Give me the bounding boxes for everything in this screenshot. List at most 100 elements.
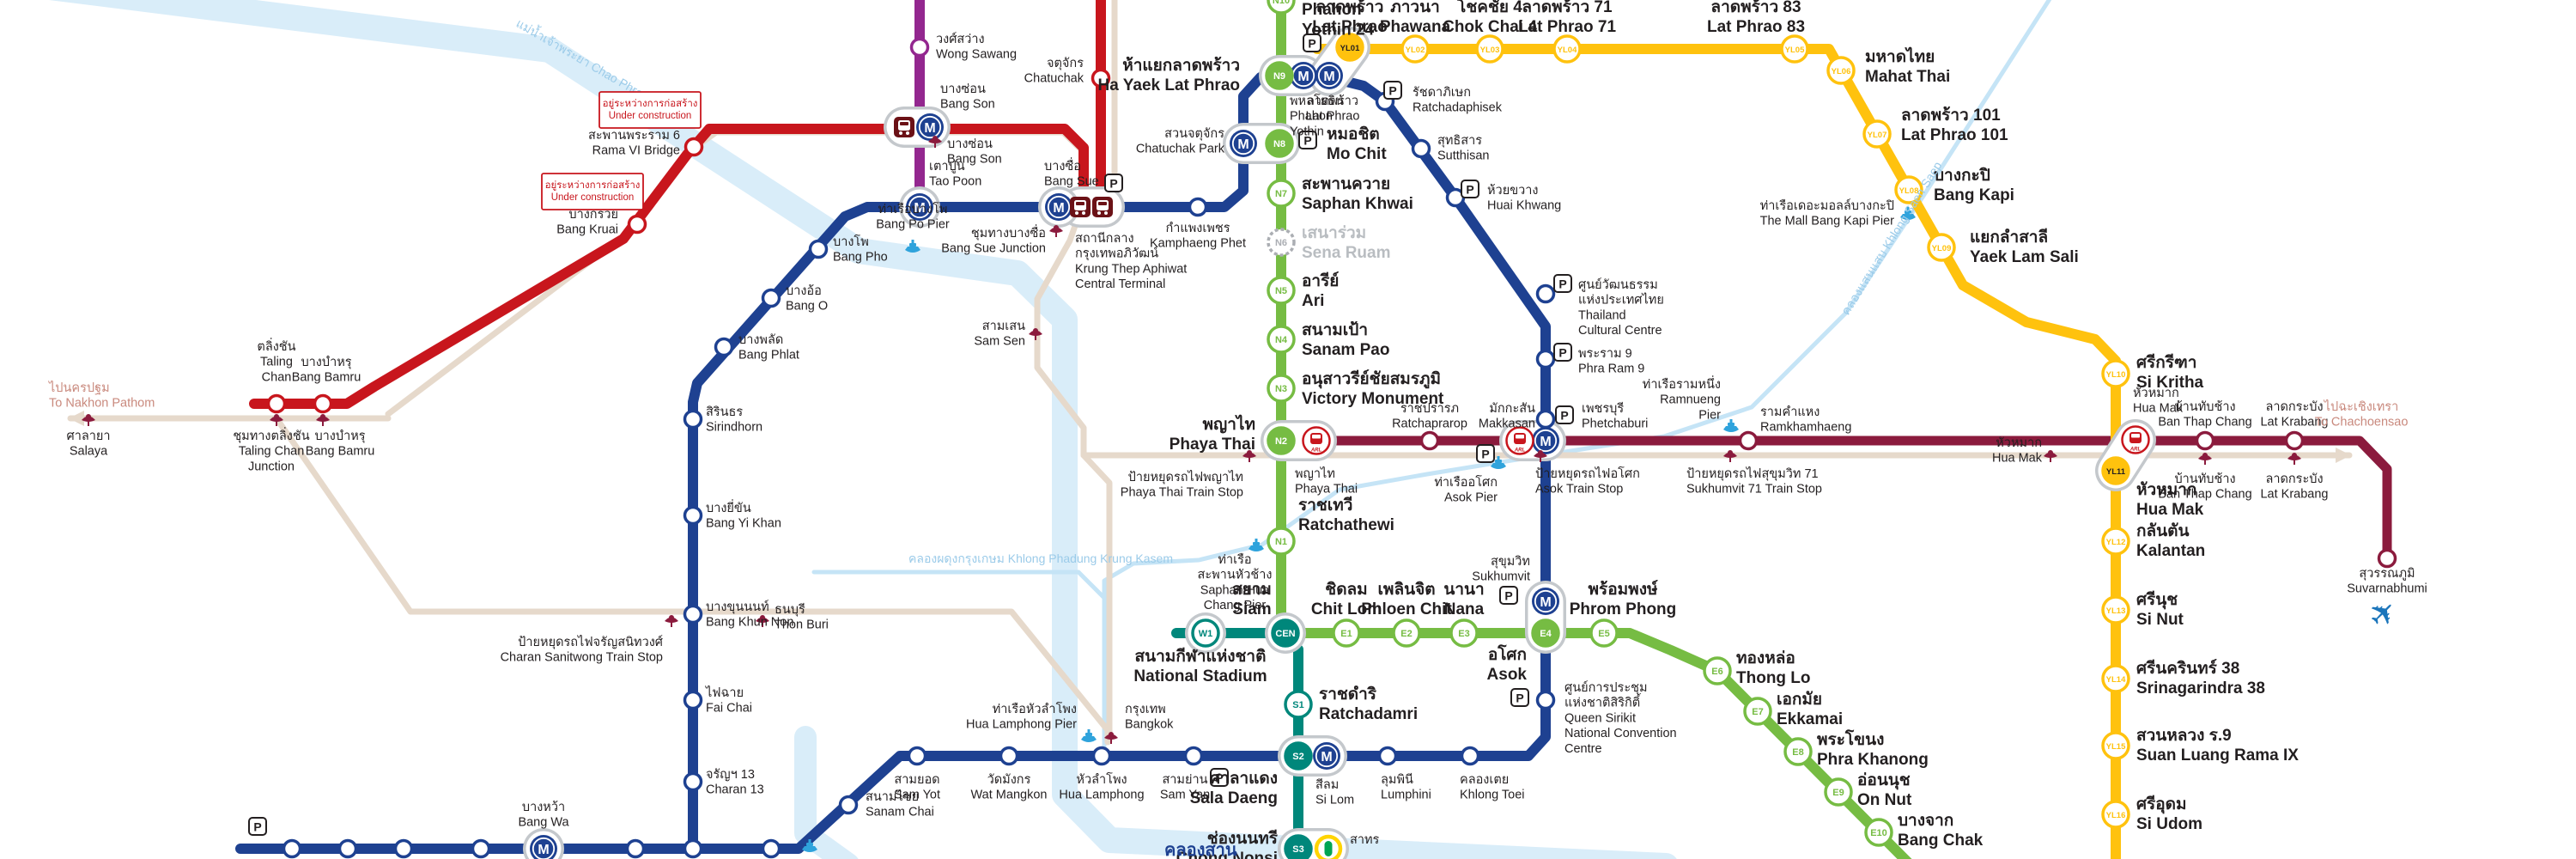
station-ratchadamri[interactable]: S1 (1284, 690, 1313, 719)
station-chatuchak[interactable] (1091, 68, 1111, 88)
station-lat-phrao-71[interactable]: YL04 (1552, 34, 1582, 64)
station-ratchaprarop[interactable] (1419, 430, 1440, 451)
station-chatuchak-park[interactable]: M (1230, 130, 1257, 157)
station-nana[interactable]: E3 (1449, 618, 1479, 648)
station-bang-sue[interactable]: M (1045, 193, 1072, 221)
station-tao-poon[interactable]: M (906, 193, 933, 221)
station-yaek-lam-sali[interactable]: YL09 (1927, 233, 1956, 262)
station-sala-daeng[interactable]: S2 (1284, 741, 1313, 771)
station-bang-son-mrt[interactable]: M (916, 113, 944, 141)
station-hua-mak-yl[interactable]: YL11 (2101, 456, 2130, 485)
station-sam-yot[interactable] (907, 746, 927, 766)
station-sirindhorn[interactable] (683, 409, 703, 430)
station-makkasan-arl[interactable]: ARL (1505, 426, 1534, 455)
station-label: แยกลำสาลีYaek Lam Sali (1970, 228, 2079, 266)
station-bang-chak[interactable]: E10 (1864, 818, 1893, 847)
station-khlong-toei[interactable] (1460, 746, 1480, 766)
svg-text:YL09: YL09 (1932, 244, 1952, 253)
station-si-udom[interactable]: YL16 (2101, 800, 2130, 829)
station-mo-chit[interactable]: N8 (1265, 129, 1294, 158)
station-lat-phrao-yl[interactable]: YL01 (1335, 33, 1364, 62)
station-phra-ram-9[interactable] (1535, 349, 1556, 369)
station-sena-ruam[interactable]: N6 (1267, 228, 1296, 257)
station-bang-kruai[interactable] (627, 214, 647, 235)
station-national-stadium[interactable]: W1 (1191, 618, 1220, 648)
station-phaya-thai-arl[interactable]: ARL (1302, 426, 1331, 455)
station-phetchaburi[interactable] (1535, 409, 1556, 430)
station-victory-monument[interactable]: N3 (1267, 374, 1296, 403)
station-kalantan[interactable]: YL12 (2101, 527, 2130, 556)
station-phahon-yothin-24[interactable]: N10 (1267, 0, 1296, 15)
station-bang-phlat[interactable] (714, 337, 734, 357)
station-ramkhamhaeng[interactable] (1738, 430, 1759, 451)
station-si-kritha[interactable]: YL10 (2101, 359, 2130, 388)
station-blue-station-5[interactable] (337, 838, 358, 859)
station-kamphaeng-phet[interactable] (1188, 197, 1208, 217)
station-phahon-yothin[interactable]: M (1290, 62, 1317, 89)
station-ratchathewi[interactable]: N1 (1267, 527, 1296, 556)
station-bang-bamru[interactable] (313, 393, 333, 414)
station-blue-station-6[interactable] (282, 838, 302, 859)
station-bang-kapi[interactable]: YL08 (1894, 175, 1923, 204)
station-tha-phra[interactable] (683, 838, 703, 859)
station-hua-lamphong[interactable] (1091, 746, 1112, 766)
station-lumphini[interactable] (1377, 746, 1398, 766)
station-thailand-cultural-centre[interactable] (1535, 283, 1556, 304)
station-fai-chai[interactable] (683, 690, 703, 710)
station-bang-o[interactable] (761, 288, 781, 308)
station-blue-station-3[interactable] (471, 838, 491, 859)
station-lat-phrao[interactable]: M (1315, 62, 1343, 89)
station-saphan-khwai[interactable]: N7 (1267, 179, 1296, 208)
station-lat-krabang-arl[interactable] (2284, 430, 2305, 451)
station-phrom-phong[interactable]: E5 (1589, 618, 1619, 648)
station-asok[interactable]: E4 (1531, 618, 1560, 648)
station-phaya-thai[interactable]: N2 (1267, 426, 1296, 455)
station-thong-lo[interactable]: E6 (1703, 656, 1732, 685)
station-chong-nonsi[interactable]: S3 (1284, 834, 1313, 859)
station-bang-khun-non[interactable] (683, 604, 703, 624)
station-lat-phrao-83[interactable]: YL05 (1780, 34, 1809, 64)
station-ha-yaek-lat-phrao[interactable]: N9 (1265, 61, 1294, 90)
station-charan-13[interactable] (683, 771, 703, 792)
svg-text:E8: E8 (1792, 747, 1803, 758)
station-bang-yi-khan[interactable] (683, 505, 703, 526)
station-wat-mangkon[interactable] (999, 746, 1019, 766)
station-hua-mak-arl[interactable]: ARL (2121, 425, 2150, 454)
station-ari[interactable]: N5 (1267, 276, 1296, 305)
station-sam-yan[interactable] (1183, 746, 1204, 766)
station-ekkamai[interactable]: E7 (1743, 697, 1772, 726)
station-sanam-chai[interactable] (838, 795, 859, 815)
station-sutthisan[interactable] (1411, 138, 1431, 159)
svg-text:E10: E10 (1870, 828, 1887, 838)
station-queen-sirikit-national-convention-centre[interactable] (1535, 690, 1556, 710)
station-ban-thap-chang-arl[interactable] (2195, 430, 2215, 451)
station-label: บางบำหรุBang Bamru (306, 430, 375, 459)
station-bang-wa[interactable]: M (530, 835, 557, 859)
station-suan-luang-rama-ix[interactable]: YL15 (2101, 731, 2130, 760)
station-on-nut[interactable]: E9 (1824, 777, 1853, 807)
station-suvarnabhumi[interactable] (2377, 548, 2397, 569)
station-mahat-thai[interactable]: YL06 (1826, 56, 1856, 85)
station-makkasan[interactable]: M (1532, 427, 1559, 454)
station-bang-pho[interactable] (808, 239, 829, 259)
station-srinagarindra-38[interactable]: YL14 (2101, 664, 2130, 693)
station-hua-mak-train-stop (2044, 450, 2057, 462)
station-phawana[interactable]: YL02 (1400, 34, 1430, 64)
station-blue-station-4[interactable] (393, 838, 414, 859)
station-phra-khanong[interactable]: E8 (1783, 737, 1813, 766)
station-blue-station-1[interactable] (761, 838, 781, 859)
station-chok-chai-4[interactable]: YL03 (1475, 34, 1504, 64)
station-sanam-pao[interactable]: N4 (1267, 325, 1296, 354)
station-taling-chan[interactable] (266, 393, 287, 414)
station-rama-vi-bridge[interactable] (683, 137, 704, 157)
station-chit-lom[interactable]: E1 (1332, 618, 1361, 648)
station-siam[interactable]: CEN (1271, 618, 1300, 648)
station-sukhumvit[interactable]: M (1532, 588, 1559, 615)
station-blue-station-2[interactable] (625, 838, 646, 859)
station-phloen-chit[interactable]: E2 (1392, 618, 1421, 648)
station-lat-phrao-101[interactable]: YL07 (1862, 119, 1892, 149)
station-si-lom[interactable]: M (1313, 742, 1340, 770)
station-si-nut[interactable]: YL13 (2101, 595, 2130, 624)
station-wong-sawang[interactable] (909, 37, 930, 58)
